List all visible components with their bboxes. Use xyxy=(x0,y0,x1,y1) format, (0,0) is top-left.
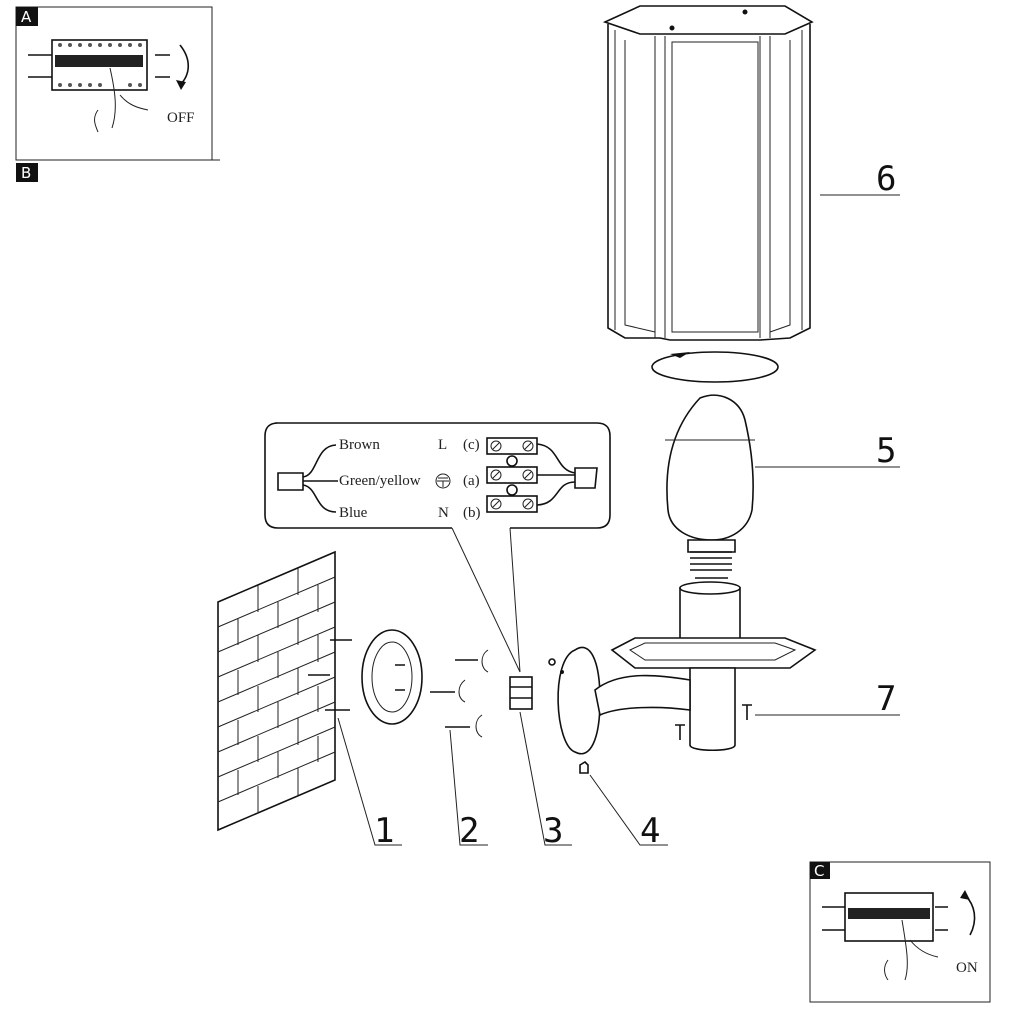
part-number-6: 6 xyxy=(876,159,896,199)
wiring-diagram: Brown Green/yellow Blue L N (c) (a) (b) xyxy=(264,422,611,673)
led-bulb xyxy=(665,394,755,579)
arrow-down-icon xyxy=(179,44,190,86)
wire-label-brown: Brown xyxy=(339,437,380,453)
step-c-panel: C ON xyxy=(809,861,991,1003)
lamp-holder xyxy=(548,581,817,774)
terminal-block-detail xyxy=(486,437,538,513)
seal-ring xyxy=(651,351,779,383)
wire-label-blue: Blue xyxy=(339,505,368,521)
step-a-panel: A OFF xyxy=(15,6,220,161)
step-c-badge-label: C xyxy=(814,862,824,880)
earth-icon xyxy=(435,473,451,489)
slot-c-label: (c) xyxy=(463,437,480,453)
part-number-7: 7 xyxy=(876,679,896,719)
part-callouts: 1 2 3 4 5 6 7 xyxy=(337,159,900,851)
screws xyxy=(430,649,489,738)
breaker-panel-icon xyxy=(822,892,948,981)
step-a-badge-label: A xyxy=(21,8,32,26)
on-label: ON xyxy=(956,960,978,976)
terminal-n-label: N xyxy=(438,505,449,521)
part-number-1: 1 xyxy=(374,811,394,851)
arrow-up-icon xyxy=(964,894,976,936)
step-b-badge xyxy=(16,163,38,182)
step-a-badge xyxy=(16,7,38,26)
step-c-badge xyxy=(810,862,830,879)
slot-a-label: (a) xyxy=(463,473,480,489)
step-b-badge-label: B xyxy=(21,164,31,182)
off-label: OFF xyxy=(167,110,195,126)
slot-b-label: (b) xyxy=(463,505,481,521)
wire-label-green-yellow: Green/yellow xyxy=(339,473,421,489)
part-number-4: 4 xyxy=(640,811,660,851)
breaker-panel-icon xyxy=(28,39,170,133)
terminal-block xyxy=(509,676,533,710)
part-number-2: 2 xyxy=(459,811,479,851)
mounting-plate xyxy=(361,629,423,725)
part-number-3: 3 xyxy=(543,811,563,851)
terminal-l-label: L xyxy=(438,437,447,453)
brick-wall xyxy=(217,550,352,832)
lantern-shade xyxy=(602,5,814,341)
part-number-5: 5 xyxy=(876,431,896,471)
